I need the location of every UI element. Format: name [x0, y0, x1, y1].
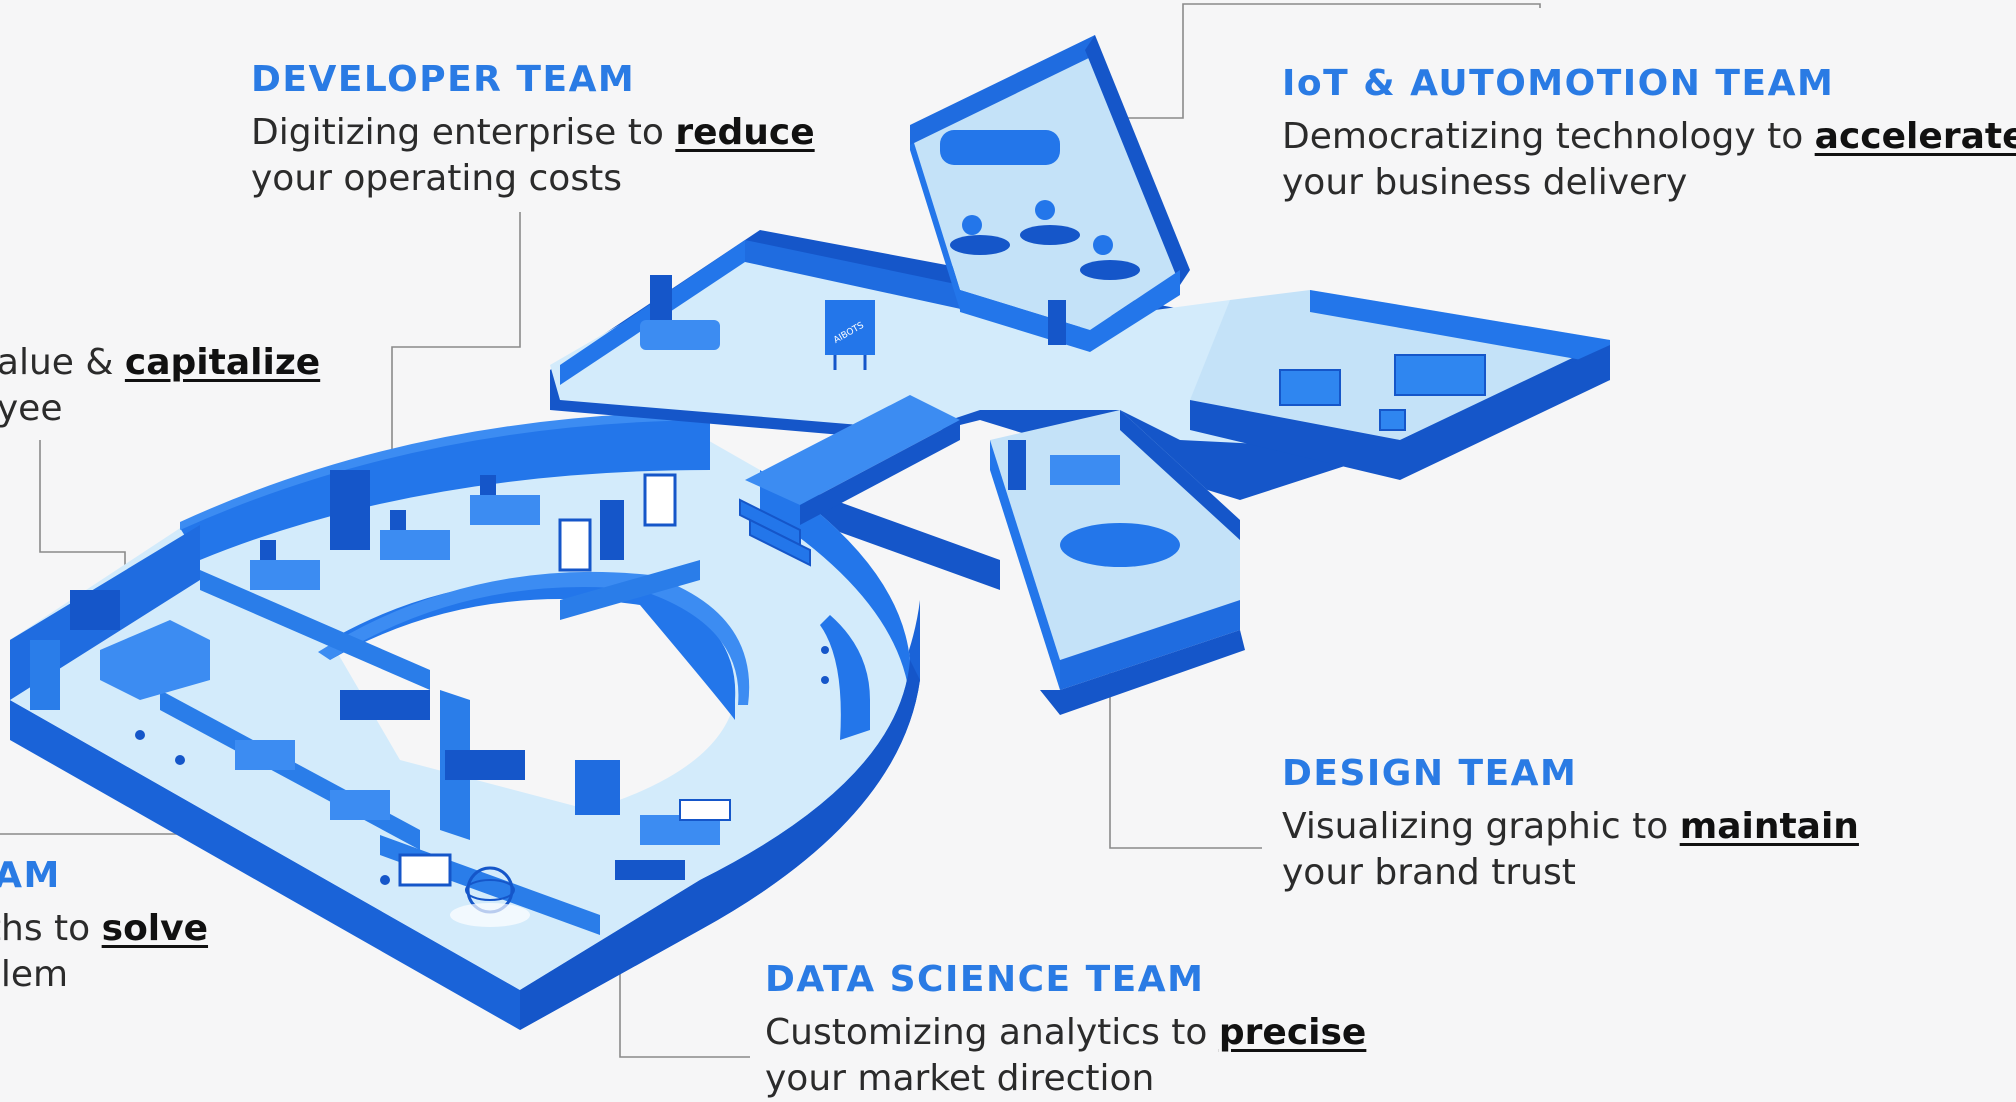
design-room-slab	[1040, 630, 1245, 715]
iot-room-right-wall	[1085, 35, 1190, 285]
design-room-left-wall	[990, 440, 1060, 690]
design-team-callout: DESIGN TEAM Visualizing graphic to maint…	[1282, 752, 1859, 896]
ai-team-description: paths to solve roblem	[0, 906, 208, 998]
bridge-walkway	[745, 395, 960, 505]
ai-team-callout: TEAM paths to solve roblem	[0, 854, 208, 998]
ai-team-keyword: solve	[101, 908, 209, 949]
developer-team-line1: Digitizing enterprise to	[251, 112, 676, 153]
developer-team-description: Digitizing enterprise to reduce your ope…	[251, 110, 815, 202]
design-team-line2: your brand trust	[1282, 852, 1576, 893]
a-back-wall	[180, 420, 710, 560]
bridge-side	[800, 420, 960, 525]
d-front-edge	[520, 660, 920, 1030]
iot-team-keyword: accelerate	[1814, 116, 2016, 157]
corridor-cabinets	[340, 690, 525, 780]
courtyard-rim	[318, 571, 750, 705]
d-outer-wall	[760, 470, 910, 700]
data-science-team-keyword: precise	[1218, 1012, 1367, 1053]
hr-team-description: e value & capitalize ployee	[0, 340, 320, 432]
iot-robots	[950, 200, 1140, 280]
data-science-team-callout: DATA SCIENCE TEAM Customizing analytics …	[765, 958, 1366, 1102]
design-team-line1: Visualizing graphic to	[1282, 806, 1680, 847]
design-meeting-table	[1060, 523, 1180, 567]
iot-room-left-wall	[910, 130, 960, 310]
iot-team-heading: IoT & AUTOMOTION TEAM	[1282, 63, 1835, 104]
courtyard-wall	[330, 579, 736, 720]
design-team-heading: DESIGN TEAM	[1282, 753, 1578, 794]
iot-team-line2: your business delivery	[1282, 162, 1688, 203]
ai-team-line1: paths to	[0, 908, 91, 949]
welcome-mat	[640, 320, 720, 350]
iot-team-line1: Democratizing technology to	[1282, 116, 1815, 157]
data-science-team-line1: Customizing analytics to	[765, 1012, 1219, 1053]
curved-bench	[820, 615, 870, 740]
design-team-description: Visualizing graphic to maintain your bra…	[1282, 804, 1859, 896]
data-science-team-line2: your market direction	[765, 1058, 1155, 1099]
ai-team-heading: TEAM	[0, 855, 61, 896]
design-room-front-wall	[1060, 600, 1240, 690]
design-room-right-wall	[1120, 410, 1240, 540]
server-racks	[1279, 354, 1486, 431]
iot-room-back-wall	[910, 35, 1095, 145]
server-room-back-wall	[1310, 290, 1610, 365]
hr-team-line1: e value &	[0, 342, 114, 383]
iot-door	[1048, 300, 1066, 345]
stairs	[739, 498, 811, 567]
hr-team-line2: ployee	[0, 388, 63, 429]
data-science-team-description: Customizing analytics to precise your ma…	[765, 1010, 1366, 1102]
hr-team-keyword: capitalize	[124, 342, 321, 383]
developer-room-desks	[250, 470, 677, 590]
developer-team-keyword: reduce	[675, 112, 815, 153]
connector-developer	[391, 212, 521, 462]
iot-room-front-wall	[960, 270, 1180, 352]
developer-team-heading: DEVELOPER TEAM	[251, 59, 636, 100]
iot-conference-table	[940, 130, 1060, 165]
hr-team-callout: e value & capitalize ployee	[0, 332, 320, 432]
ai-room-furniture	[235, 740, 530, 927]
server-room-front-wall	[1190, 345, 1610, 480]
connector-iot	[1098, 3, 1541, 119]
developer-team-callout: DEVELOPER TEAM Digitizing enterprise to …	[251, 58, 815, 202]
data-science-team-heading: DATA SCIENCE TEAM	[765, 959, 1205, 1000]
design-team-keyword: maintain	[1679, 806, 1859, 847]
doorway	[650, 275, 672, 330]
iot-team-callout: IoT & AUTOMOTION TEAM Democratizing tech…	[1282, 62, 2016, 206]
iot-team-description: Democratizing technology to accelerate y…	[1282, 114, 2016, 206]
developer-team-line2: your operating costs	[251, 158, 622, 199]
office-building: AIBOTS	[10, 35, 1610, 1030]
courtyard-hole	[330, 579, 736, 810]
ai-team-line2: roblem	[0, 954, 69, 995]
design-desk	[1050, 455, 1120, 485]
plant-dots	[135, 646, 829, 885]
data-science-room-furniture	[575, 760, 731, 880]
design-door	[1008, 440, 1026, 490]
hr-room-furniture	[30, 590, 210, 710]
company-sign: AIBOTS	[825, 300, 875, 370]
